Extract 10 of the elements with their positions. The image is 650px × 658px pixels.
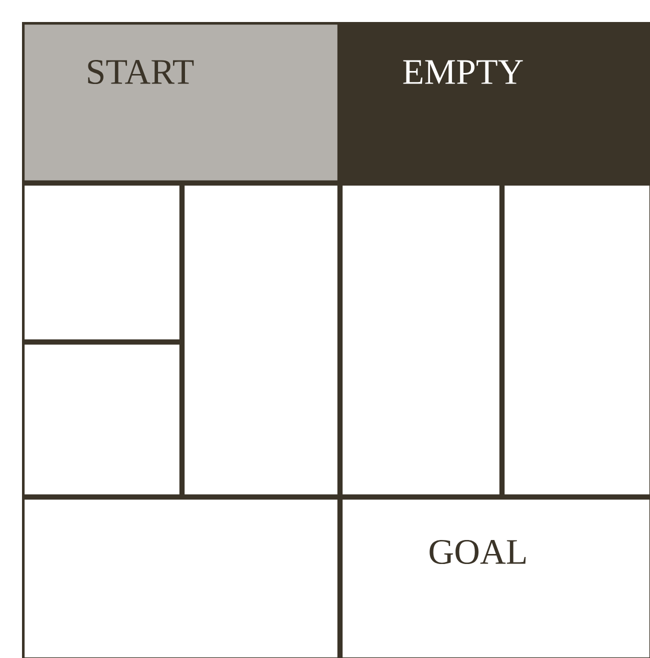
empty-cell (22, 497, 340, 658)
cell: START (22, 22, 340, 183)
cell: GOAL (340, 497, 650, 658)
empty-cell (22, 342, 182, 497)
empty-cell (340, 183, 502, 497)
empty-cell (502, 183, 650, 497)
empty-cell (22, 183, 182, 342)
empty-cell (182, 183, 340, 497)
node-label: EMPTY (403, 60, 523, 84)
cell: EMPTY (340, 22, 650, 183)
